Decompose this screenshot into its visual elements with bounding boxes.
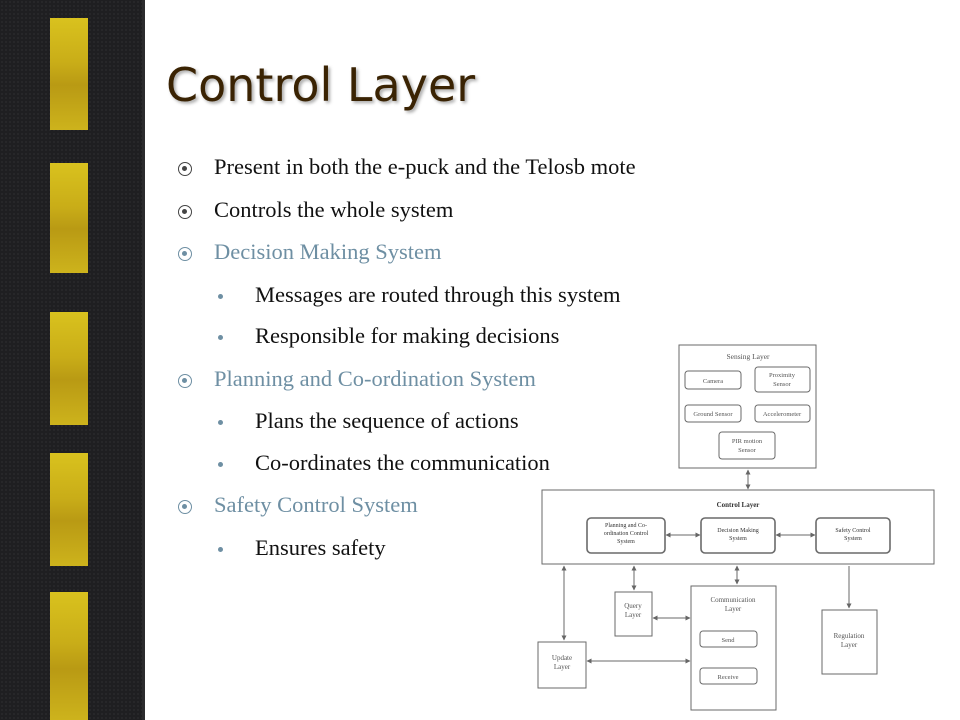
road-dash (50, 592, 88, 720)
ground-sensor-label: Ground Sensor (693, 411, 733, 418)
sub-bullet-text: Plans the sequence of actions (255, 408, 519, 433)
query-label: Layer (625, 611, 642, 619)
accelerometer-label: Accelerometer (763, 411, 802, 418)
camera-label: Camera (703, 378, 723, 385)
sub-bullet-item: Ensures safety (218, 535, 386, 561)
road-dash (50, 163, 88, 273)
communication-label: Communication (710, 596, 756, 604)
pir-label: Sensor (738, 447, 757, 454)
sub-bullet-text: Ensures safety (255, 535, 386, 560)
regulation-layer-box (821, 609, 878, 675)
sub-bullet-dot-icon (218, 462, 223, 467)
control-layer-box (541, 489, 935, 565)
bullet-item: Decision Making System (178, 239, 441, 265)
safety-label: Safety Control (835, 527, 870, 534)
communication-layer-box (690, 585, 777, 711)
safety-control-box (815, 517, 891, 554)
architecture-diagram: Sensing Layer Camera Proximity Sensor Gr… (537, 344, 935, 711)
bullet-text: Decision Making System (214, 239, 442, 264)
sub-bullet-text: Messages are routed through this system (255, 282, 621, 307)
sub-bullet-text: Co-ordinates the communication (255, 450, 550, 475)
send-box (699, 630, 758, 648)
receive-label: Receive (718, 674, 739, 681)
sub-bullet-dot-icon (218, 547, 223, 552)
query-layer-box (614, 591, 653, 637)
update-label: Layer (554, 663, 571, 671)
communication-label: Layer (725, 605, 742, 613)
bullet-item: Planning and Co-ordination System (178, 366, 536, 392)
bullet-marker-icon (178, 247, 192, 261)
bullet-item: Safety Control System (178, 492, 418, 518)
planning-label: Planning and Co- (605, 523, 647, 529)
camera-box (684, 370, 742, 390)
sub-bullet-dot-icon (218, 294, 223, 299)
ground-sensor-box (684, 404, 742, 423)
send-label: Send (722, 637, 736, 644)
query-label: Query (624, 602, 642, 610)
sub-bullet-item: Co-ordinates the communication (218, 450, 550, 476)
bullet-item: Controls the whole system (178, 197, 453, 223)
update-layer-box (537, 641, 587, 689)
control-layer-label: Control Layer (717, 501, 760, 509)
road-background (0, 0, 145, 720)
road-dash (50, 312, 88, 425)
receive-box (699, 667, 758, 685)
bullet-text: Safety Control System (214, 492, 418, 517)
sensing-layer-label: Sensing Layer (726, 352, 770, 361)
bullet-text: Planning and Co-ordination System (214, 366, 536, 391)
slide-title: Control Layer (166, 58, 476, 112)
proximity-label: Sensor (773, 381, 792, 388)
regulation-label: Layer (841, 641, 858, 649)
road-dash (50, 18, 88, 130)
sub-bullet-dot-icon (218, 335, 223, 340)
sub-bullet-item: Plans the sequence of actions (218, 408, 519, 434)
regulation-label: Regulation (834, 632, 865, 640)
road-dash (50, 453, 88, 566)
sub-bullet-text: Responsible for making decisions (255, 323, 560, 348)
bullet-marker-icon (178, 162, 192, 176)
decision-label: System (729, 536, 747, 542)
planning-label: ordination Control (604, 531, 649, 537)
bullet-marker-icon (178, 205, 192, 219)
pir-motion-sensor-box (718, 431, 776, 460)
pir-label: PIR motion (732, 438, 763, 445)
planning-coordination-box (586, 517, 666, 554)
decision-label: Decision Making (717, 528, 759, 534)
safety-label: System (844, 536, 862, 542)
proximity-label: Proximity (769, 372, 796, 379)
planning-label: System (617, 539, 635, 545)
bullet-marker-icon (178, 500, 192, 514)
decision-making-box (700, 517, 776, 554)
bullet-text: Controls the whole system (214, 197, 454, 222)
proximity-sensor-box (754, 366, 811, 393)
sub-bullet-item: Messages are routed through this system (218, 282, 621, 308)
bullet-marker-icon (178, 374, 192, 388)
update-label: Update (552, 654, 572, 662)
accelerometer-box (754, 404, 811, 423)
sensing-layer-box (678, 344, 817, 469)
sub-bullet-dot-icon (218, 420, 223, 425)
sub-bullet-item: Responsible for making decisions (218, 323, 559, 349)
bullet-text: Present in both the e-puck and the Telos… (214, 154, 636, 179)
bullet-item: Present in both the e-puck and the Telos… (178, 154, 636, 180)
